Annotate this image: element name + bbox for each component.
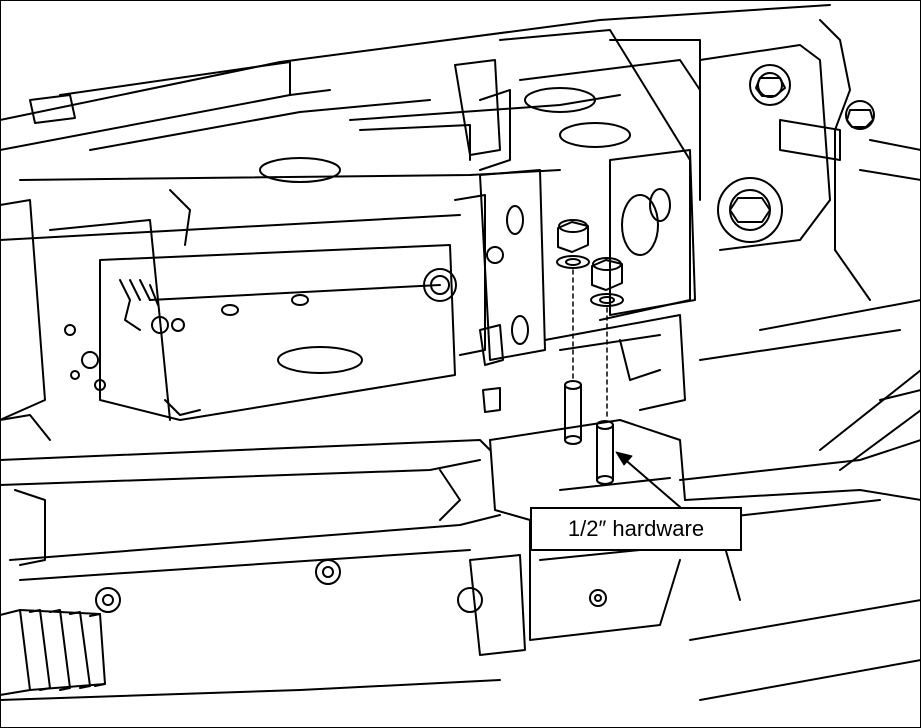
washer-left — [556, 255, 590, 269]
context-lines — [0, 299, 921, 521]
upper-frame-rail — [0, 4, 831, 241]
top-right-bracket — [609, 19, 921, 301]
center-bolts — [423, 246, 504, 413]
callout-leader — [615, 451, 681, 508]
coil-spring — [0, 609, 106, 696]
center-bracket-plates — [454, 29, 701, 411]
washer-right — [590, 293, 624, 307]
callout-text: 1/2″ hardware — [567, 516, 705, 541]
hardware-callout-label: 1/2″ hardware — [530, 507, 742, 551]
exploded-hardware — [556, 219, 624, 485]
spacer-right — [596, 424, 614, 481]
nut-left — [557, 221, 589, 253]
bottom-beam — [0, 369, 921, 701]
nut-right — [591, 259, 623, 291]
spacer-left — [564, 384, 582, 441]
lower-deck-tray — [0, 157, 456, 421]
